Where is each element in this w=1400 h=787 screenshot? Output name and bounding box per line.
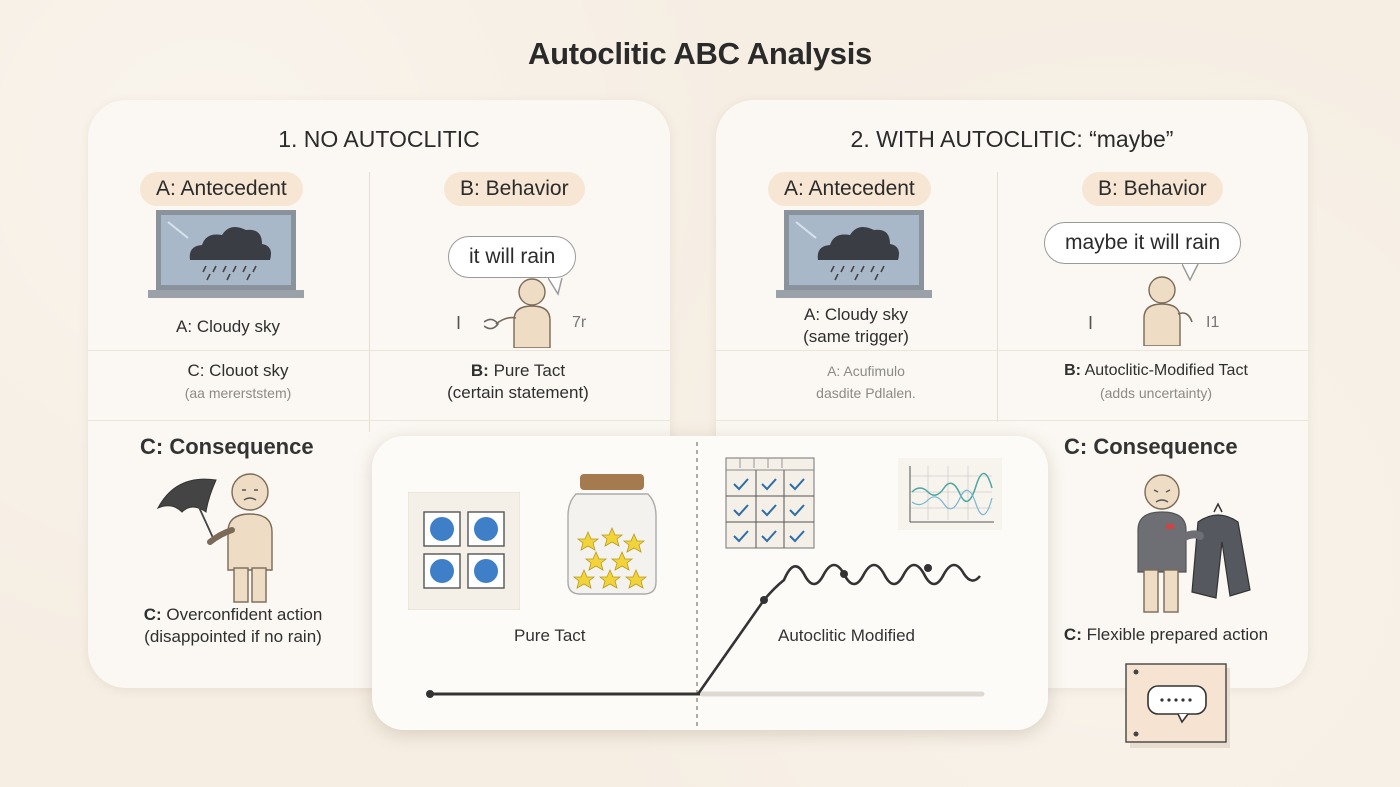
sub-right-line2: (adds uncertainty) [1099, 385, 1213, 401]
mini-line-chart-icon [898, 458, 1002, 530]
panel-title: 1. NO AUTOCLITIC [278, 126, 480, 152]
sub-right-line1: Pure Tact [493, 361, 566, 380]
sub-left-line1: C: Clouot sky [187, 361, 289, 380]
motion-glyph-right: I1 [1206, 314, 1220, 331]
row-divider [716, 350, 1308, 351]
consequence-line1: Flexible prepared action [1086, 625, 1269, 644]
antecedent-caption-line2: (same trigger) [803, 327, 909, 346]
blue-dots-tile-icon [408, 492, 520, 610]
comparison-card: Pure Tact Autoclitic Modified [372, 436, 1048, 730]
speech-bubble: it will rain [448, 236, 577, 278]
behavior-label: B: Behavior [444, 172, 585, 206]
sub-right-prefix: B: [1064, 362, 1081, 379]
rain-cloud-window-icon [148, 210, 304, 298]
column-divider [369, 172, 370, 432]
consequence-caption: C: Flexible prepared action [1036, 624, 1296, 646]
antecedent-label: A: Antecedent [768, 172, 931, 206]
consequence-line1: Overconfident action [166, 605, 323, 624]
row-divider [88, 420, 670, 421]
consequence-caption: C: Overconfident action (disappointed if… [108, 604, 358, 648]
motion-glyph-left: I [456, 313, 462, 333]
pure-tact-label: Pure Tact [514, 626, 586, 645]
chat-note-card-icon [1125, 663, 1230, 748]
sub-caption-left: A: Acufimulo dasdite Pdlalen. [756, 360, 976, 404]
panel-no-autoclitic: 1. NO AUTOCLITIC A: Antecedent B: Behavi… [88, 100, 670, 688]
motion-glyph-right: 7r [572, 314, 587, 331]
consequence-line2: (disappointed if no rain) [144, 627, 322, 646]
sub-right-line1: Autoclitic-Modified Tact [1084, 362, 1248, 379]
column-divider [997, 172, 998, 422]
consequence-prefix: C: [143, 605, 162, 624]
row-divider [88, 350, 670, 351]
sub-caption-right: B: Autoclitic-Modified Tact (adds uncert… [1026, 360, 1286, 404]
panel-title: 2. WITH AUTOCLITIC: “maybe” [850, 126, 1174, 152]
trend-line-graph [426, 563, 985, 698]
sub-left-line2: (aa mererststem) [184, 385, 292, 401]
page-title: Autoclitic ABC Analysis [528, 36, 872, 71]
checklist-calendar-icon [725, 457, 815, 549]
behavior-label: B: Behavior [1082, 172, 1223, 206]
speaking-person-icon [1143, 276, 1193, 346]
antecedent-caption: A: Cloudy sky (same trigger) [756, 304, 956, 348]
sub-right-line2: (certain statement) [447, 383, 589, 402]
antecedent-caption: A: Cloudy sky [176, 317, 280, 336]
jacket-person-icon [1137, 474, 1251, 613]
umbrella-person-icon [156, 473, 273, 603]
sub-right-prefix: B: [470, 361, 489, 380]
speech-tail-icon [1182, 264, 1199, 282]
consequence-label: C: Consequence [1064, 434, 1238, 459]
motion-glyph-left: I [1088, 313, 1094, 333]
row-divider [716, 420, 1308, 421]
speech-bubble: maybe it will rain [1044, 222, 1242, 264]
sub-caption-right: B: Pure Tact (certain statement) [418, 360, 618, 404]
antecedent-caption-line1: A: Cloudy sky [804, 305, 908, 324]
sub-left-line2: dasdite Pdlalen. [816, 385, 916, 401]
speech-tail-icon [548, 278, 563, 296]
star-jar-icon [567, 474, 657, 595]
consequence-label: C: Consequence [140, 434, 314, 459]
sub-left-line1: A: Acufimulo [827, 363, 905, 379]
autoclitic-modified-label: Autoclitic Modified [778, 626, 916, 645]
rain-cloud-window-icon [776, 210, 932, 298]
speaking-person-icon [484, 278, 551, 348]
consequence-prefix: C: [1063, 625, 1082, 644]
sub-caption-left: C: Clouot sky (aa mererststem) [128, 360, 348, 404]
antecedent-label: A: Antecedent [140, 172, 303, 206]
